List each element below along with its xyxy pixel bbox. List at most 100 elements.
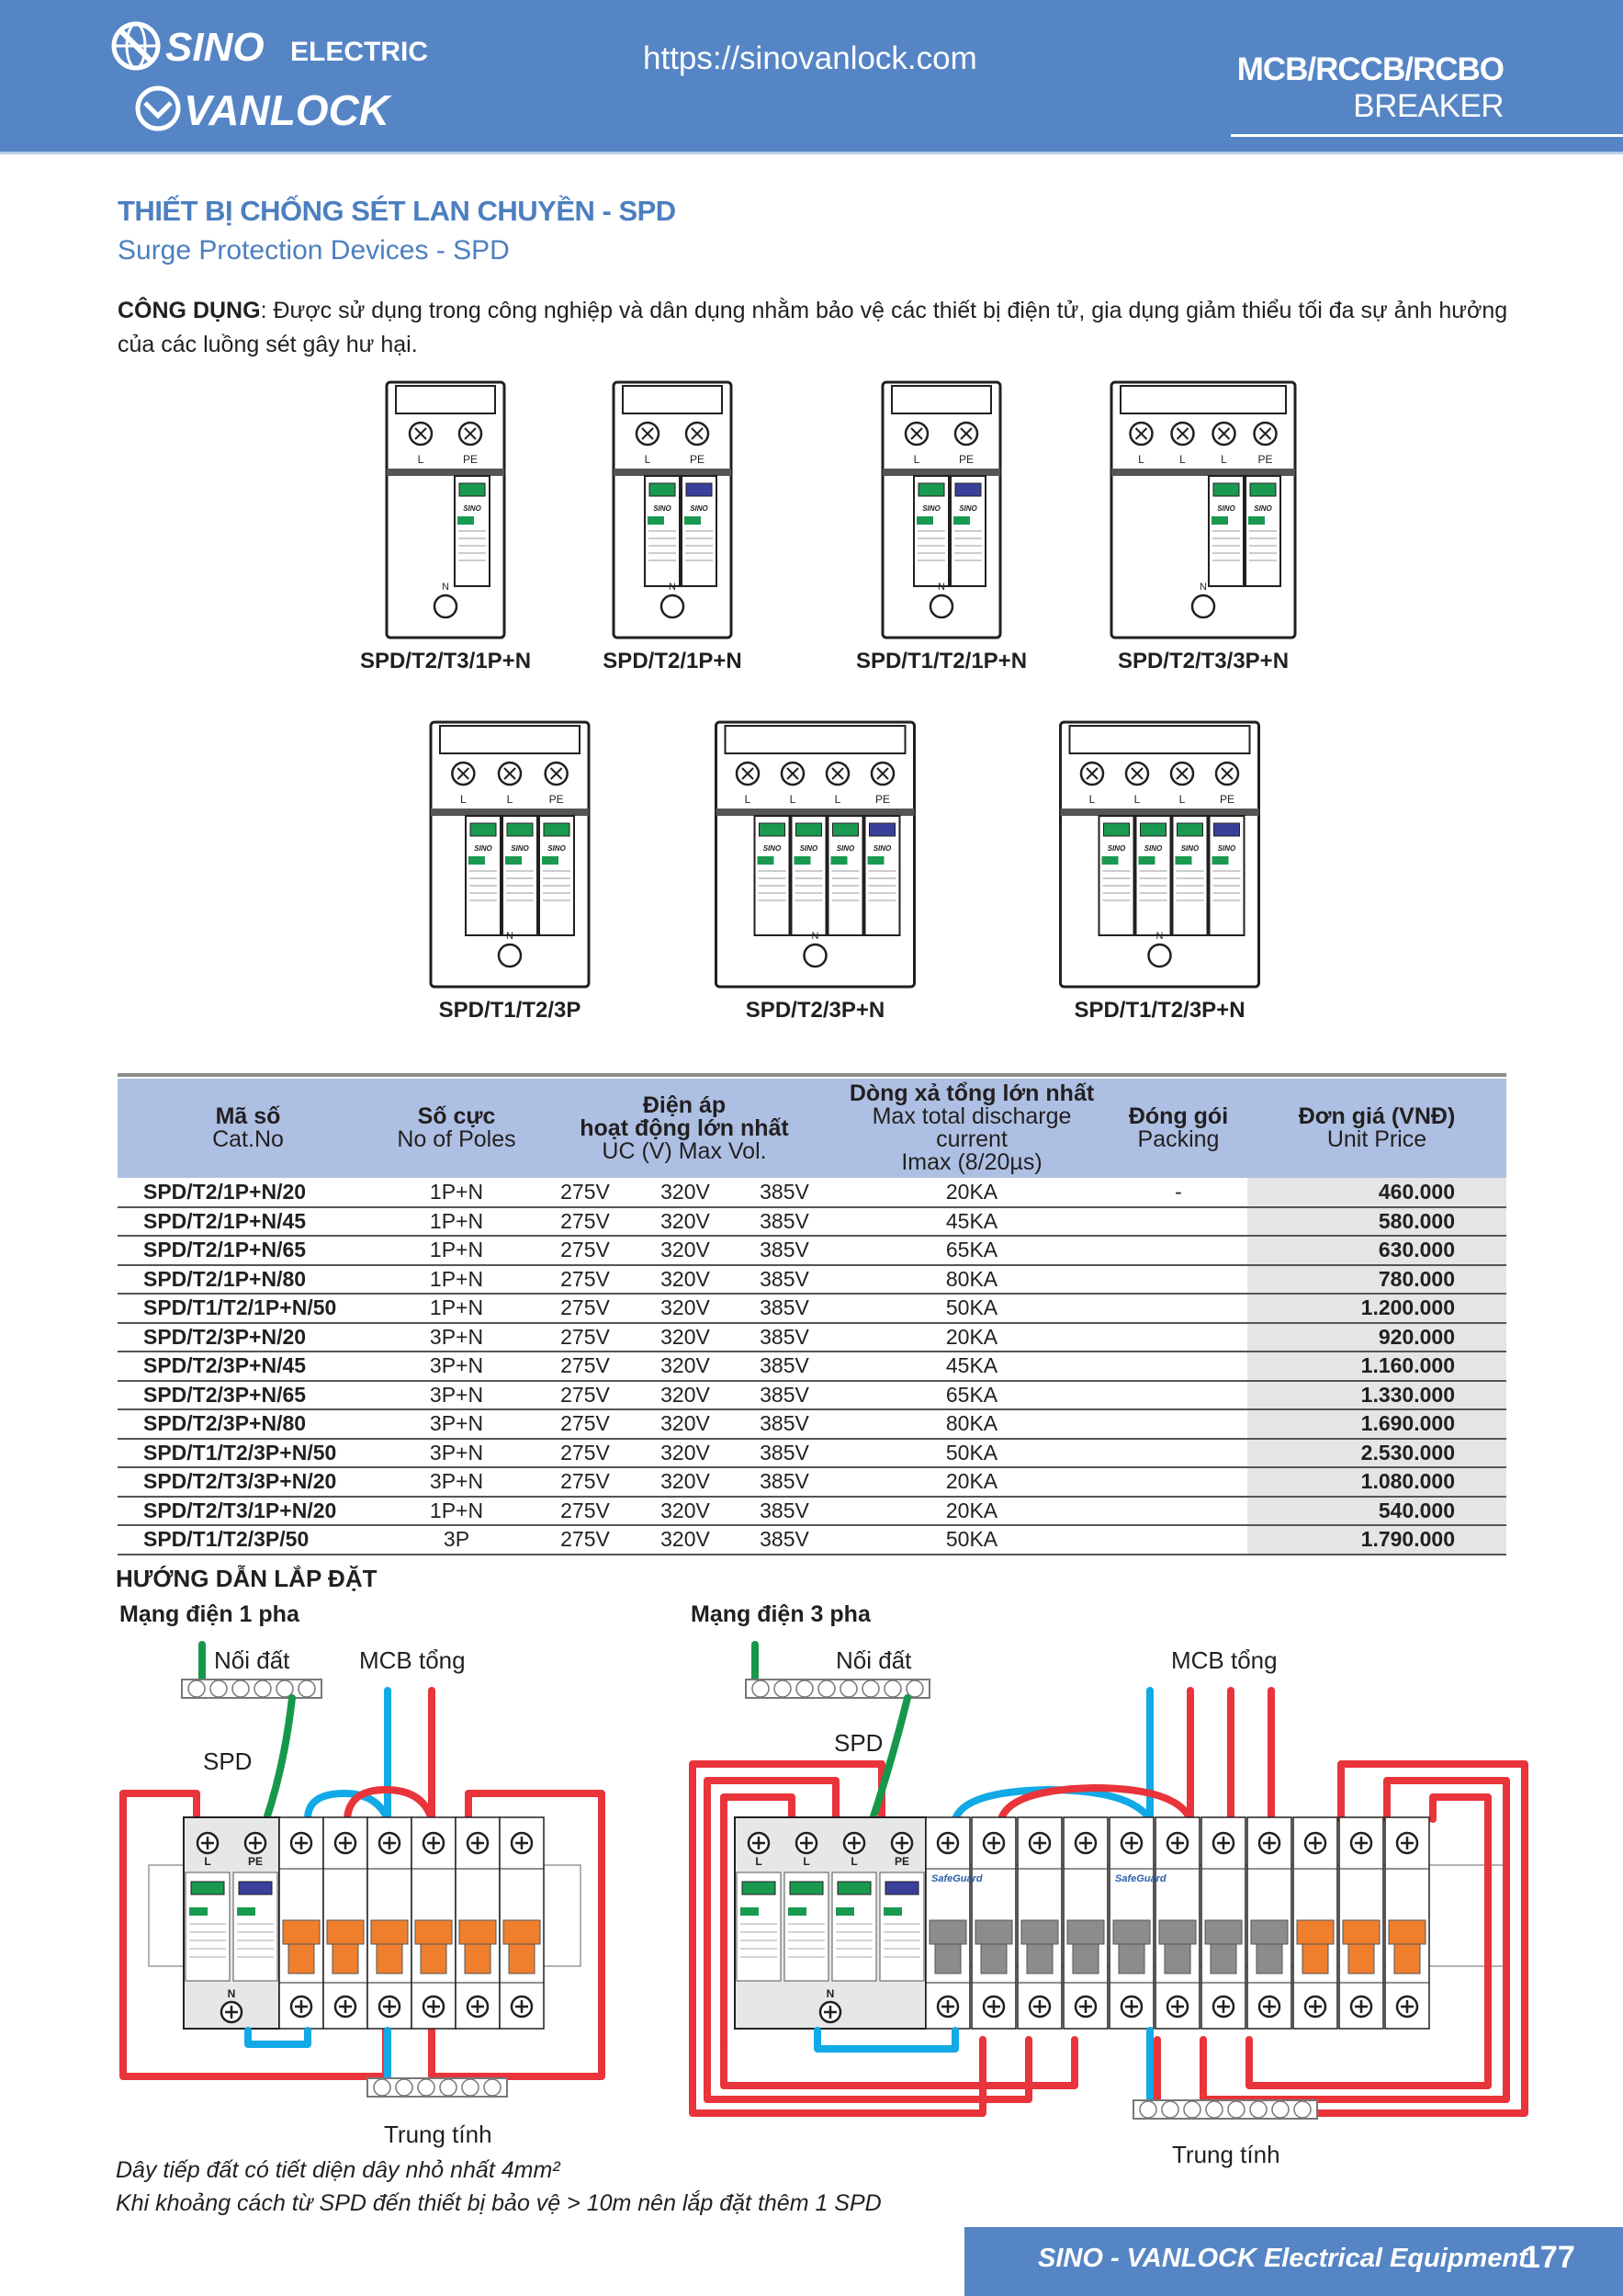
screw-slot — [427, 2000, 440, 2013]
ground-wire — [263, 1694, 296, 1823]
packing-cell: - — [1110, 1178, 1247, 1208]
single-phase-mcb-label: MCB tổng — [359, 1646, 466, 1674]
screw-slot — [1309, 2000, 1322, 2013]
screw-slot — [295, 2000, 308, 2013]
spd-badge — [836, 1907, 854, 1916]
vanlock-emblem-icon — [135, 85, 181, 131]
svg-text:L: L — [745, 793, 751, 806]
imax-cell: 45KA — [834, 1206, 1110, 1237]
breaker-handle — [1210, 1943, 1237, 1974]
busbar-hole — [817, 1680, 836, 1698]
breaker-toggle — [326, 1919, 365, 1945]
svg-text:L: L — [1221, 453, 1227, 466]
svg-text:N: N — [1200, 582, 1207, 593]
screw-slot — [427, 1837, 440, 1849]
section-title-en: Surge Protection Devices - SPD — [118, 235, 510, 266]
imax-cell: 50KA — [834, 1438, 1110, 1468]
packing-cell — [1110, 1525, 1247, 1555]
screw-slot — [471, 2000, 484, 2013]
svg-text:N: N — [669, 582, 676, 593]
packing-cell — [1110, 1352, 1247, 1382]
busbar-hole — [906, 1680, 924, 1698]
packing-cell — [1110, 1264, 1247, 1295]
busbar-hole — [417, 2078, 435, 2097]
single-phase-title: Mạng điện 1 pha — [119, 1601, 299, 1627]
terminal-label: L — [851, 1855, 857, 1868]
three-phase-neutral-label: Trung tính — [1172, 2141, 1280, 2168]
phase-wire — [689, 2036, 986, 2117]
screw-slot — [1401, 2000, 1414, 2013]
screw-slot — [941, 2000, 954, 2013]
poles-cell: 3P — [378, 1525, 535, 1555]
voltage-cell: 275V — [535, 1236, 636, 1266]
cat-cell: SPD/T2/3P+N/20 — [118, 1322, 378, 1352]
breaker-toggle — [502, 1919, 541, 1945]
busbar-hole — [187, 1680, 206, 1698]
poles-cell: 1P+N — [378, 1178, 535, 1208]
busbar-hole — [773, 1680, 792, 1698]
busbar-hole — [395, 2078, 413, 2097]
busbar-hole — [1183, 2100, 1201, 2119]
screw-slot — [1401, 1837, 1414, 1849]
voltage-cell: 275V — [535, 1322, 636, 1352]
page-header: SINO ELECTRIC VANLOCK https://sinovanloc… — [0, 0, 1623, 154]
install-note-1: Dây tiếp đất có tiết diện dây nhỏ nhất 4… — [116, 2157, 560, 2183]
phase-wire — [344, 1786, 435, 1823]
screw-slot — [848, 1837, 861, 1849]
phase-wire — [1337, 1760, 1528, 2071]
voltage-cell: 320V — [636, 1322, 735, 1352]
voltage-cell: 275V — [535, 1525, 636, 1555]
voltage-cell: 320V — [636, 1438, 735, 1468]
product-name: SPD/T2/1P+N — [603, 649, 742, 673]
voltage-cell: 275V — [535, 1178, 636, 1208]
svg-text:SINO: SINO — [1108, 844, 1126, 853]
voltage-cell: 385V — [735, 1206, 834, 1237]
single-phase-neutral-label: Trung tính — [384, 2121, 492, 2148]
price-cell: 2.530.000 — [1247, 1438, 1506, 1468]
website-url[interactable]: https://sinovanlock.com — [643, 40, 977, 76]
poles-cell: 3P+N — [378, 1467, 535, 1498]
price-cell: 460.000 — [1247, 1178, 1506, 1208]
category-line2: BREAKER — [1353, 88, 1504, 124]
screw-slot — [1355, 2000, 1368, 2013]
breaker-handle — [508, 1943, 535, 1974]
svg-text:N: N — [1156, 931, 1164, 942]
busbar-hole — [254, 1680, 272, 1698]
svg-text:SINO: SINO — [873, 844, 892, 853]
price-cell: 920.000 — [1247, 1322, 1506, 1352]
price-cell: 540.000 — [1247, 1496, 1506, 1526]
voltage-cell: 385V — [735, 1438, 834, 1468]
price-cell: 1.160.000 — [1247, 1352, 1506, 1382]
breaker-toggle — [1250, 1919, 1289, 1945]
breaker-toggle — [1158, 1919, 1197, 1945]
screw-slot — [515, 2000, 528, 2013]
screw-slot — [471, 1837, 484, 1849]
voltage-cell: 385V — [735, 1264, 834, 1295]
screw-slot — [1309, 1837, 1322, 1849]
brand-logo: SINO ELECTRIC VANLOCK — [111, 21, 428, 134]
screw-slot — [1033, 2000, 1046, 2013]
voltage-cell: 275V — [535, 1467, 636, 1498]
breaker-handle — [332, 1943, 359, 1974]
screw-slot — [1355, 1837, 1368, 1849]
voltage-cell: 320V — [636, 1206, 735, 1237]
product-name: SPD/T2/3P+N — [745, 998, 885, 1023]
voltage-cell: 275V — [535, 1264, 636, 1295]
spd-badge — [237, 1907, 255, 1916]
phase-wire — [1429, 1793, 1492, 2043]
packing-cell — [1110, 1294, 1247, 1324]
breaker-handle — [420, 1943, 447, 1974]
svg-text:SINO: SINO — [547, 844, 566, 853]
packing-cell — [1110, 1438, 1247, 1468]
svg-text:SINO: SINO — [800, 844, 818, 853]
